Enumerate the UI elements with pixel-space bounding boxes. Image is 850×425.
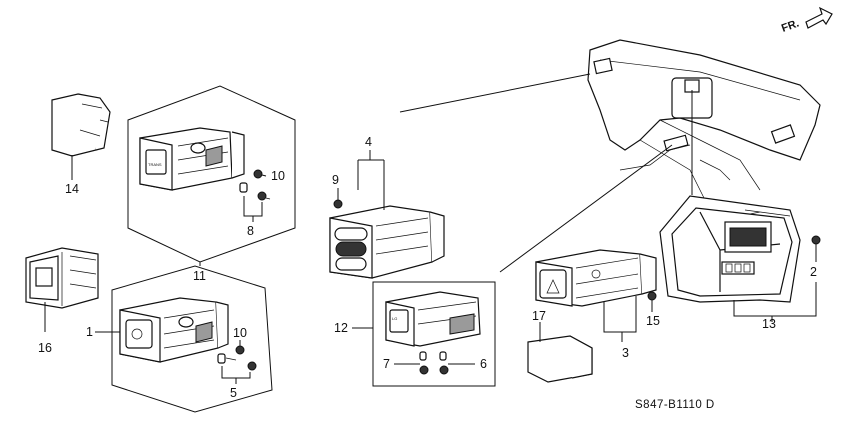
part-group-11: TRANS 10 8 11 (127, 85, 296, 283)
callout-4: 4 (365, 135, 372, 149)
part-group-3: 15 3 (535, 249, 660, 360)
callout-5: 5 (230, 386, 237, 400)
blank-plate-17: 17 (527, 309, 593, 383)
bulb-8 (239, 182, 271, 201)
switch-blank-cover-14: 14 (51, 93, 111, 196)
bulb-5 (217, 353, 257, 371)
callout-13: 13 (762, 317, 776, 331)
callout-8: 8 (247, 224, 254, 238)
screw-10-upper (253, 169, 267, 179)
callout-10-upper: 10 (271, 169, 285, 183)
switch-16: 16 (25, 247, 99, 355)
callout-7: 7 (383, 357, 390, 371)
part-group-1: 1 10 5 (86, 265, 273, 413)
bulb-6 (439, 351, 449, 375)
callout-16: 16 (38, 341, 52, 355)
lg-switch-legend: LG (392, 316, 397, 321)
callout-12: 12 (334, 321, 348, 335)
trans-switch-legend: TRANS (148, 162, 162, 167)
bulb-7 (419, 351, 429, 375)
part-group-13: 2 13 (659, 195, 821, 331)
callout-1: 1 (86, 325, 93, 339)
part-group-12: LG 12 7 6 (334, 281, 496, 387)
clip-2 (811, 235, 821, 262)
dashboard-overview (587, 39, 821, 216)
front-direction-label: FR. (780, 17, 801, 34)
callout-3: 3 (622, 346, 629, 360)
callout-9: 9 (332, 173, 339, 187)
diagram-code: S847-B1110 D (635, 399, 715, 411)
callout-6: 6 (480, 357, 487, 371)
callout-15: 15 (646, 314, 660, 328)
callout-17: 17 (532, 309, 546, 323)
callout-14: 14 (65, 182, 79, 196)
callout-10-lower: 10 (233, 326, 247, 340)
screw-10-lower (235, 340, 245, 355)
screw-9 (333, 188, 343, 209)
callout-11: 11 (193, 269, 206, 283)
part-group-4: 4 9 (329, 135, 445, 279)
front-direction-arrow: FR. (780, 6, 833, 35)
callout-2: 2 (810, 265, 817, 279)
screw-15 (647, 291, 657, 312)
